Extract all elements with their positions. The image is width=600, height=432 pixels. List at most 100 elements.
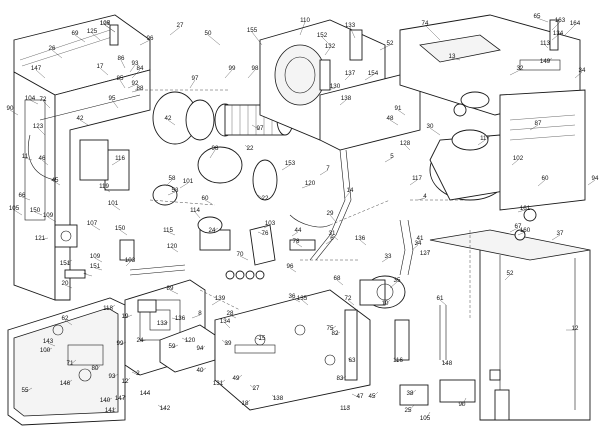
- part-number-label: 134: [553, 30, 564, 37]
- callout-leader: [417, 197, 426, 201]
- venturi-collector: [152, 146, 278, 234]
- part-number-label: 147: [31, 65, 42, 72]
- callout-leader: [384, 299, 391, 306]
- part-number-label: 138: [341, 95, 352, 102]
- callout-leader: [517, 231, 526, 236]
- part-number-label: 142: [160, 405, 171, 412]
- callout-leader: [169, 289, 179, 295]
- callout-leader: [517, 209, 526, 213]
- part-number-label: 118: [103, 305, 113, 312]
- part-number-label: 70: [237, 251, 244, 258]
- part-number-label: 98: [252, 65, 259, 72]
- part-number-label: 35: [394, 277, 401, 284]
- part-number-label: 104: [25, 95, 36, 102]
- part-number-label: 25: [405, 407, 412, 414]
- callout-leader: [461, 397, 467, 407]
- part-number-label: 27: [253, 385, 260, 392]
- callout-leader: [229, 314, 237, 319]
- callout-leader: [119, 229, 128, 236]
- callout-leader: [199, 345, 206, 351]
- callout-leader: [407, 404, 415, 413]
- part-number-label: 74: [422, 20, 429, 27]
- part-number-label: 152: [317, 32, 328, 39]
- part-number-label: 19: [122, 313, 129, 320]
- callout-leader: [281, 164, 291, 171]
- callout-leader: [64, 259, 73, 266]
- part-number-label: 88: [137, 85, 144, 92]
- callout-leader: [235, 374, 243, 381]
- callout-leader: [551, 21, 561, 31]
- part-number-label: 94: [197, 345, 204, 352]
- callout-leader: [381, 257, 389, 263]
- callout-leader: [339, 375, 347, 381]
- part-number-label: 91: [395, 105, 402, 112]
- callout-leader: [424, 24, 441, 41]
- callout-leader: [331, 234, 339, 241]
- callout-leader: [169, 26, 181, 36]
- part-number-label: 146: [60, 380, 71, 387]
- callout-leader: [441, 359, 448, 366]
- part-number-label: 10: [382, 300, 389, 307]
- part-number-label: 49: [233, 375, 240, 382]
- part-number-label: 110: [300, 17, 310, 24]
- part-number-label: 90: [7, 105, 14, 112]
- callout-leader: [339, 99, 347, 106]
- top-casing: [399, 14, 581, 151]
- part-number-label: 140: [100, 397, 111, 404]
- callout-leader: [263, 224, 271, 229]
- callout-leader: [44, 347, 53, 353]
- callout-leader: [64, 319, 73, 326]
- callout-leader: [119, 395, 127, 401]
- callout-leader: [69, 359, 77, 366]
- callout-leader: [194, 211, 201, 219]
- part-number-label: 96: [287, 263, 294, 270]
- callout-leader: [199, 367, 207, 373]
- callout-leader: [504, 274, 511, 281]
- callout-leader: [329, 325, 337, 331]
- part-number-label: 38: [407, 390, 414, 397]
- part-number-label: 97: [257, 125, 264, 132]
- part-number-label: 62: [62, 315, 69, 322]
- part-number-label: 12: [572, 325, 579, 332]
- electronics-module: [124, 279, 216, 376]
- callout-leader: [35, 69, 46, 79]
- part-number-label: 128: [400, 140, 411, 147]
- part-number-label: 148: [442, 360, 453, 367]
- part-number-label: 39: [225, 340, 232, 347]
- part-number-label: 96: [147, 35, 154, 42]
- callout-leader: [301, 184, 311, 189]
- callout-leader: [47, 342, 56, 347]
- part-number-label: 27: [177, 22, 184, 29]
- part-number-label: 163: [555, 17, 566, 24]
- part-number-label: 48: [387, 115, 394, 122]
- callout-leader: [536, 17, 549, 23]
- part-number-label: 109: [90, 253, 101, 260]
- callout-leader: [111, 99, 119, 109]
- part-number-label: 107: [87, 220, 98, 227]
- callout-leader: [511, 159, 519, 166]
- callout-leader: [327, 87, 336, 91]
- part-number-label: 22: [247, 145, 254, 152]
- part-number-label: 24: [209, 227, 216, 234]
- callout-leader: [289, 267, 297, 273]
- part-number-label: 160: [520, 227, 531, 234]
- callout-leader: [424, 249, 431, 256]
- part-number-label: 121: [35, 235, 46, 242]
- part-number-label: 12: [122, 378, 129, 385]
- callout-leader: [91, 32, 101, 41]
- part-number-label: 14: [347, 187, 354, 194]
- callout-leader: [179, 182, 189, 189]
- callout-leader: [239, 255, 249, 261]
- callout-leader: [34, 211, 43, 216]
- callout-leader: [94, 365, 101, 371]
- part-number-label: 150: [30, 207, 41, 214]
- callout-leader: [544, 57, 553, 64]
- callout-leader: [79, 119, 89, 126]
- part-number-label: 60: [542, 175, 549, 182]
- callout-leader: [334, 331, 341, 336]
- callout-leader: [104, 24, 116, 33]
- callout-leader: [119, 341, 127, 346]
- callout-leader: [39, 237, 49, 241]
- part-number-label: 52: [507, 270, 514, 277]
- callout-leader: [111, 159, 121, 166]
